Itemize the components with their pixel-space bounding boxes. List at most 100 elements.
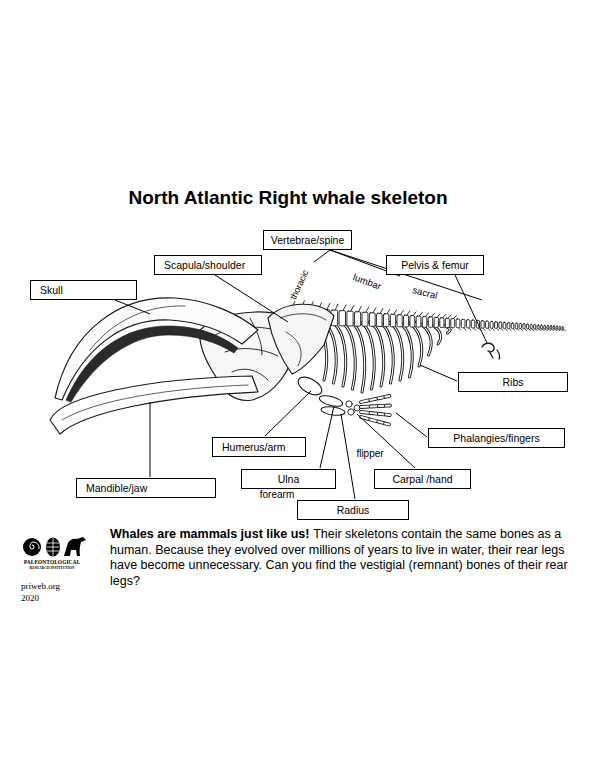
label-box: Phalangies/fingers	[428, 428, 565, 448]
box-label: Radius	[337, 505, 370, 516]
box-label: Pelvis & femur	[401, 260, 469, 271]
phalanx	[386, 413, 390, 417]
phalanx-highlight	[378, 422, 383, 423]
chevron-bone	[513, 329, 515, 331]
phalanx	[370, 399, 377, 400]
vertebra	[339, 311, 345, 326]
chevron-bone	[532, 329, 534, 330]
neural-spine	[413, 312, 416, 316]
part-label: 2020	[21, 594, 39, 603]
vertebra	[397, 315, 402, 327]
phalanx-highlight	[379, 413, 384, 416]
label-box: Vertebrae/spine	[263, 230, 352, 250]
label-box: Scapula/shoulder	[154, 255, 262, 275]
vertebra	[544, 325, 546, 329]
scapula	[268, 304, 334, 374]
phalanx	[361, 410, 369, 415]
chevron-bone	[474, 328, 476, 330]
leader-lines	[115, 250, 487, 499]
vertebra	[461, 319, 465, 328]
label-box: Skull	[30, 280, 137, 300]
chevron-bone	[563, 329, 565, 330]
vertebra	[440, 318, 444, 328]
label-box: Pelvis & femur	[386, 255, 484, 275]
rib-highlight	[360, 322, 375, 389]
neural-spine	[419, 312, 422, 316]
box-label: Carpal /hand	[392, 474, 452, 485]
logo-icons	[23, 537, 86, 557]
neural-spine	[407, 311, 410, 315]
vertebra	[530, 324, 532, 329]
leader-line	[357, 414, 415, 468]
leader-line	[314, 250, 330, 262]
rib	[369, 322, 384, 386]
diagram-title: North Atlantic Right whale skeleton	[128, 188, 447, 209]
leader-line	[341, 414, 355, 499]
phalanx	[371, 404, 378, 408]
chevron-bone	[492, 328, 494, 330]
vertebra	[362, 312, 368, 326]
vertebra	[559, 326, 560, 329]
leader-line	[320, 406, 334, 468]
chevron-bone	[535, 329, 537, 330]
carpal-bone	[348, 409, 354, 415]
ulna-bone	[318, 394, 344, 409]
vertebra	[507, 323, 510, 329]
chevron-bone	[459, 328, 461, 331]
vertebra	[490, 321, 493, 328]
neural-spine	[351, 306, 354, 311]
vertebra	[445, 318, 449, 327]
neural-spine	[394, 310, 397, 314]
part-label: priweb.org	[21, 582, 60, 591]
chevron-bone	[483, 328, 485, 330]
part-label: lumbar	[351, 272, 384, 292]
box-label: Scapula/shoulder	[164, 260, 245, 271]
label-box: Ribs	[458, 372, 568, 392]
neural-spine	[453, 316, 456, 319]
rostrum-detail	[90, 306, 185, 350]
vertebra	[456, 319, 460, 328]
phalanx-highlight	[386, 414, 390, 416]
chevron-bone	[528, 329, 530, 331]
logo-icon	[64, 537, 86, 556]
phalanx-highlight	[370, 399, 377, 400]
chevron-bone	[517, 329, 519, 331]
rib-highlight	[398, 322, 413, 377]
carpal-bone	[346, 401, 352, 407]
leader-line	[215, 275, 288, 322]
phalanx	[361, 405, 369, 409]
neural-spine	[373, 308, 376, 313]
mandible-detail	[62, 385, 248, 420]
vertebra	[486, 321, 489, 328]
part-label: RESEARCH INSTITUTION	[30, 567, 75, 571]
part-label: PALEONTOLOGICAL	[24, 560, 80, 566]
rib-highlight	[388, 322, 403, 380]
chevron-bone	[505, 329, 507, 331]
phalanx-highlight	[371, 405, 378, 407]
phalanx-highlight	[386, 404, 390, 406]
vertebra	[481, 321, 484, 328]
rib	[379, 322, 394, 383]
chevron-bone	[501, 328, 503, 330]
vertebra	[410, 316, 415, 327]
chevron-bone	[521, 329, 523, 331]
neural-spine	[380, 309, 383, 314]
vertebra	[556, 326, 558, 329]
chevron-bone	[497, 328, 499, 330]
label-box: Humerus/arm	[212, 437, 306, 457]
vertebra	[547, 325, 549, 329]
rib-highlight	[369, 322, 384, 386]
phalanx-highlight	[361, 411, 369, 414]
vertebra	[434, 317, 438, 327]
phalanx	[385, 394, 389, 399]
vertebra	[523, 324, 525, 329]
phalanx-highlight	[385, 423, 389, 424]
part-label: flipper	[355, 449, 384, 460]
neural-spine	[327, 303, 330, 309]
neural-spine	[358, 306, 361, 311]
rib	[331, 322, 346, 386]
vertebra	[540, 325, 542, 329]
phalanx	[379, 412, 384, 416]
label-box: Ulna	[241, 469, 336, 489]
